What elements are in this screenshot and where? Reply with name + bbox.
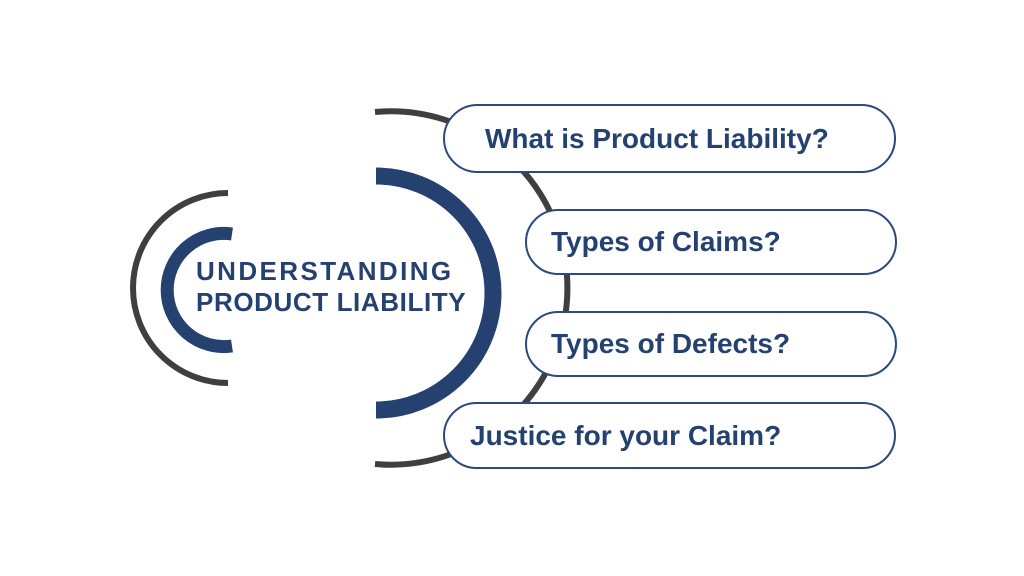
central-title-line1: UNDERSTANDING	[196, 256, 454, 286]
left-gray-arc	[130, 190, 229, 386]
node-justice-for-your-claim: Justice for your Claim?	[443, 402, 896, 469]
node-label: Justice for your Claim?	[470, 419, 782, 451]
node-what-is-product-liability: What is Product Liability?	[443, 104, 896, 173]
central-title-line2: PRODUCT LIABILITY	[196, 287, 467, 317]
node-types-of-claims: Types of Claims?	[525, 209, 897, 275]
central-title: UNDERSTANDING PRODUCT LIABILITY	[196, 256, 466, 318]
node-label: Types of Defects?	[551, 328, 791, 359]
left-navy-arc	[160, 226, 233, 354]
node-types-of-defects: Types of Defects?	[525, 311, 897, 377]
node-label: What is Product Liability?	[485, 122, 829, 154]
node-label: Types of Claims?	[551, 226, 781, 257]
main-navy-ring	[375, 167, 502, 419]
